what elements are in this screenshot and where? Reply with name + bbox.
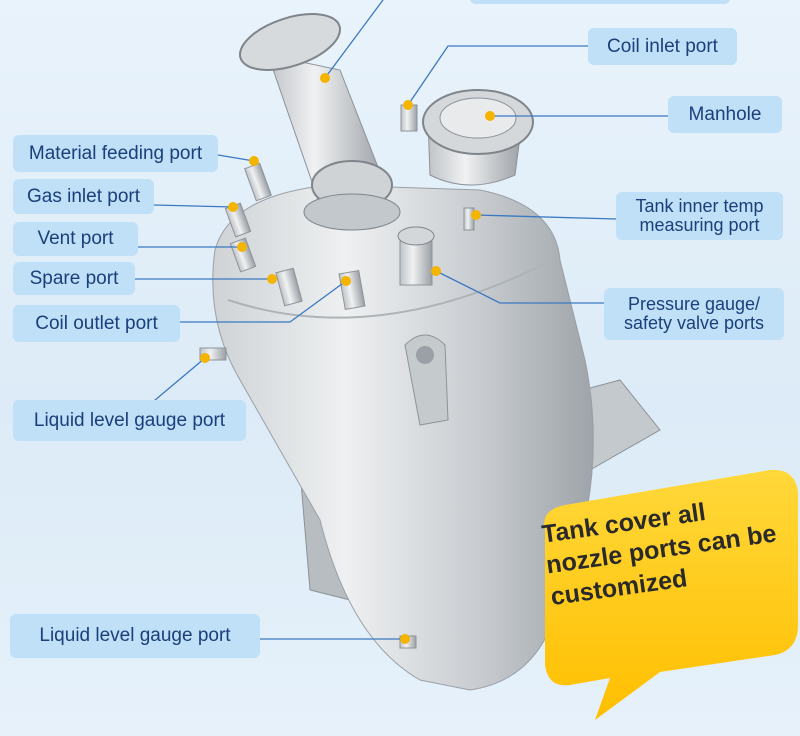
lifting-lug bbox=[404, 334, 449, 426]
dot-liquid-lower bbox=[400, 634, 410, 644]
leader-coil-inlet bbox=[407, 45, 588, 106]
nozzle-material-feeding bbox=[244, 162, 272, 202]
label-pressure-line2: safety valve ports bbox=[623, 313, 765, 333]
tank-cover-seam bbox=[227, 257, 557, 319]
leader-top-pipe bbox=[324, 0, 384, 79]
nozzle-spare bbox=[275, 267, 303, 307]
label-pressure-line1: Pressure gauge/ bbox=[627, 294, 761, 315]
label-liquid-level-gauge-upper: Liquid level gauge port bbox=[13, 400, 246, 441]
label-material-feeding-port: Material feeding port bbox=[13, 135, 218, 172]
callout-bubble bbox=[544, 469, 798, 720]
leader-liquid-upper bbox=[147, 357, 206, 407]
label-gas-inlet-port: Gas inlet port bbox=[13, 179, 154, 214]
dot-material-feeding bbox=[249, 156, 259, 166]
leader-coil-outlet bbox=[180, 280, 347, 323]
dot-coil-outlet bbox=[341, 276, 351, 286]
dot-gas-inlet bbox=[228, 202, 238, 212]
dot-coil-inlet bbox=[403, 100, 413, 110]
label-spare-port: Spare port bbox=[13, 262, 135, 295]
reactor-tank bbox=[199, 13, 661, 691]
leader-gas-inlet bbox=[153, 204, 234, 208]
dot-tank-temp bbox=[471, 210, 481, 220]
dot-top-pipe bbox=[320, 73, 330, 83]
top-pipe-assembly bbox=[238, 13, 401, 231]
label-liquid-level-gauge-lower: Liquid level gauge port bbox=[10, 614, 260, 658]
dot-liquid-upper bbox=[200, 353, 210, 363]
port-dots bbox=[200, 73, 495, 644]
label-pressure-gauge-ports: Pressure gauge/ safety valve ports bbox=[604, 288, 784, 340]
top-label-fragment bbox=[470, 0, 730, 4]
leader-lines bbox=[135, 0, 668, 640]
leader-tank-temp bbox=[475, 214, 617, 220]
dot-manhole bbox=[485, 111, 495, 121]
manhole-assembly bbox=[422, 89, 534, 186]
leader-pressure bbox=[435, 270, 604, 304]
label-tank-temp-line1: Tank inner temp bbox=[635, 196, 764, 217]
label-manhole: Manhole bbox=[668, 96, 782, 133]
leader-material-feeding bbox=[217, 154, 255, 162]
label-vent-port: Vent port bbox=[13, 222, 138, 256]
label-tank-inner-temp-port: Tank inner temp measuring port bbox=[616, 192, 783, 240]
label-coil-outlet-port: Coil outlet port bbox=[13, 305, 180, 342]
label-tank-temp-line2: measuring port bbox=[639, 215, 760, 235]
label-coil-inlet-port: Coil inlet port bbox=[588, 28, 737, 65]
dot-spare bbox=[267, 274, 277, 284]
dot-pressure bbox=[431, 266, 441, 276]
nozzle-temp bbox=[463, 207, 475, 231]
dot-vent bbox=[237, 242, 247, 252]
